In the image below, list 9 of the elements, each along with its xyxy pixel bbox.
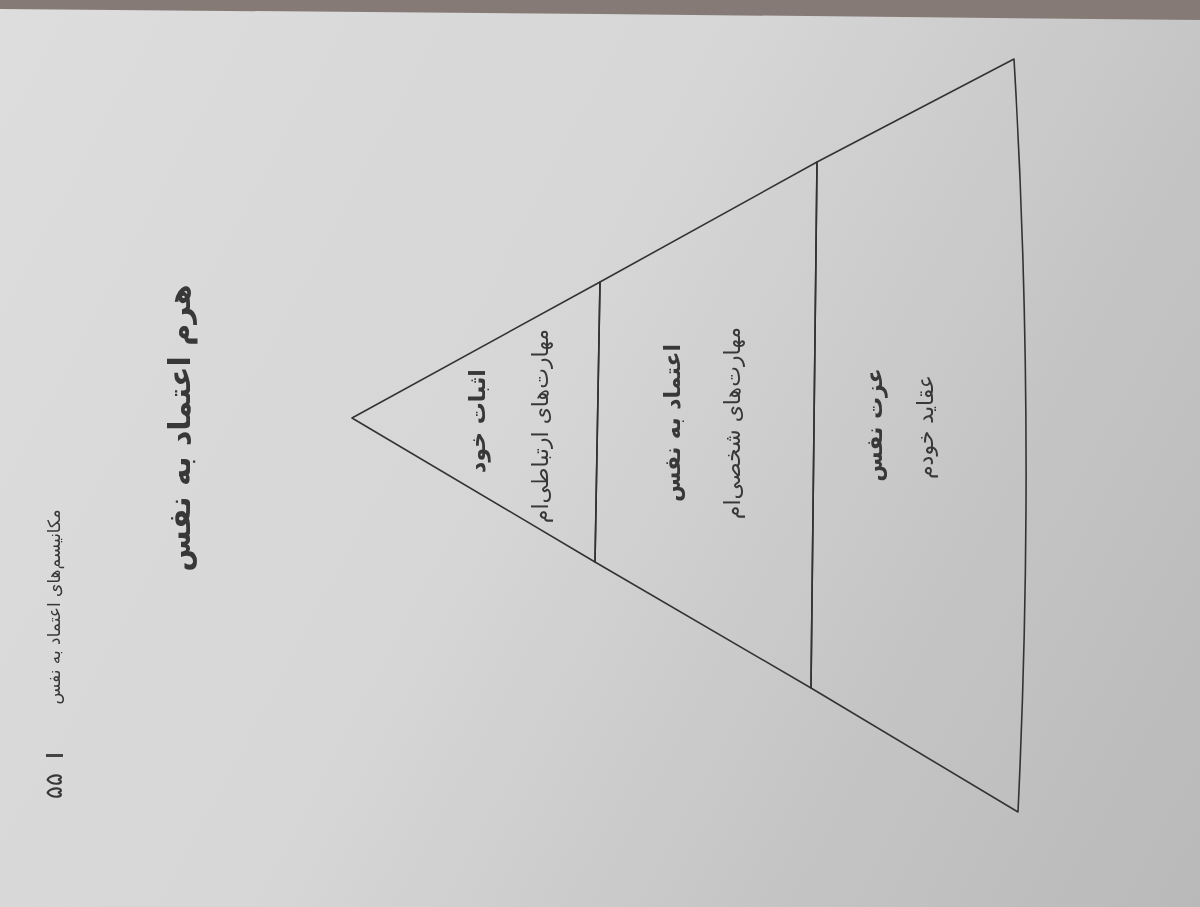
tier-text: مهارت‌های شخصی‌ام [720,326,746,520]
running-head: مکانیسم‌های اعتماد به نفس [45,509,65,705]
tier-text: مهارت‌های ارتباطی‌ام [528,328,554,524]
tier-heading: عزت نفس [862,368,888,482]
tier-heading: اعتماد به نفس [660,344,686,502]
page-number: ۵۵ [41,773,69,799]
tier-text: عقاید خودم [913,375,939,479]
tier-heading: اثبات خود [465,369,491,473]
title: هرم اعتماد به نفس [162,284,198,572]
